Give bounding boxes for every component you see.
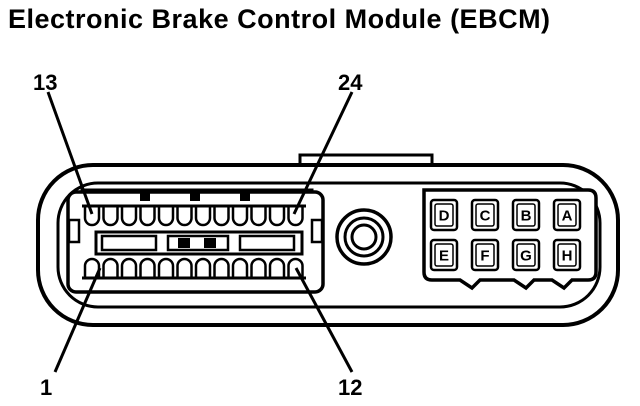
cavity-c bbox=[470, 198, 500, 232]
cavity-letter-g: G bbox=[520, 248, 532, 265]
cavity-inner bbox=[516, 243, 536, 267]
terminal-pin-bottom bbox=[139, 257, 156, 280]
cavity-d bbox=[429, 198, 459, 232]
cavity-a bbox=[552, 198, 582, 232]
terminal-pin-bottom bbox=[194, 257, 212, 280]
cavity-b bbox=[511, 198, 541, 232]
center-post-inner bbox=[350, 223, 378, 251]
cavity-h bbox=[552, 238, 582, 272]
terminal-pin-bottom bbox=[213, 257, 230, 280]
cavity-letter-a: A bbox=[562, 208, 573, 225]
pin-label-24: 24 bbox=[338, 70, 363, 95]
cavity-inner bbox=[475, 203, 495, 227]
pin-block-left-notch bbox=[67, 218, 81, 244]
terminal-pin-top bbox=[194, 204, 212, 227]
cavity-inner bbox=[434, 243, 454, 267]
terminal-pin-top bbox=[231, 204, 249, 227]
terminal-pin-bottom bbox=[157, 257, 175, 280]
terminal-pin-top bbox=[102, 204, 119, 227]
terminal-pin-bottom bbox=[268, 257, 286, 280]
terminal-pin-bottom bbox=[231, 257, 249, 280]
cavity-letter-d: D bbox=[439, 208, 450, 225]
terminal-pin-top bbox=[139, 204, 156, 227]
terminal-pin-bottom bbox=[102, 257, 119, 280]
cavity-inner bbox=[475, 243, 495, 267]
terminal-pin-top bbox=[83, 204, 101, 227]
diagram-title: Electronic Brake Control Module (EBCM) bbox=[8, 4, 551, 34]
leader-line-12 bbox=[294, 267, 354, 373]
leader-line-24 bbox=[292, 91, 354, 215]
pin-block-top-bump bbox=[240, 193, 250, 201]
keying-center bbox=[166, 234, 230, 252]
cavity-letter-c: C bbox=[480, 208, 491, 225]
terminal-pin-top bbox=[120, 204, 138, 227]
housing-top-tab bbox=[298, 153, 434, 165]
keying-slot-right bbox=[238, 234, 296, 252]
bottom-pin-row bbox=[82, 257, 306, 280]
cavity-inner bbox=[434, 203, 454, 227]
cavity-letter-e: E bbox=[439, 248, 449, 265]
pin-label-13: 13 bbox=[33, 70, 57, 95]
cavity-g bbox=[511, 238, 541, 272]
pin-label-12: 12 bbox=[338, 375, 362, 400]
pin-label-1: 1 bbox=[40, 375, 52, 400]
cavity-inner bbox=[557, 203, 577, 227]
terminal-pin-top bbox=[287, 204, 304, 227]
leader-line-13 bbox=[46, 91, 94, 215]
cavity-f bbox=[470, 238, 500, 272]
top-pin-row bbox=[82, 204, 306, 227]
terminal-pin-top bbox=[157, 204, 175, 227]
terminal-pin-bottom bbox=[120, 257, 138, 280]
terminal-pin-bottom bbox=[176, 257, 193, 280]
cavity-letter-f: F bbox=[480, 248, 489, 265]
connector-inner-rim bbox=[56, 181, 602, 309]
pin-block-top-bump bbox=[190, 193, 200, 201]
leader-line-1 bbox=[53, 267, 102, 373]
keying-center-mark bbox=[204, 238, 216, 248]
cavity-grid: D C B A E F G H bbox=[429, 198, 582, 272]
cavity-e bbox=[429, 238, 459, 272]
cavity-inner bbox=[516, 203, 536, 227]
terminal-pin-bottom bbox=[250, 257, 267, 280]
cavity-letter-h: H bbox=[562, 248, 573, 265]
terminal-pin-top bbox=[268, 204, 286, 227]
terminal-pin-top bbox=[250, 204, 267, 227]
keying-slot-left bbox=[100, 234, 158, 252]
pin-block-right-notch bbox=[310, 218, 324, 244]
terminal-pin-top bbox=[213, 204, 230, 227]
keying-center-mark bbox=[178, 238, 190, 248]
terminal-pin-top bbox=[176, 204, 193, 227]
terminal-pin-bottom bbox=[83, 257, 101, 280]
cavity-letter-b: B bbox=[521, 208, 532, 225]
cavity-inner bbox=[557, 243, 577, 267]
pin-block-top-bump bbox=[140, 193, 150, 201]
